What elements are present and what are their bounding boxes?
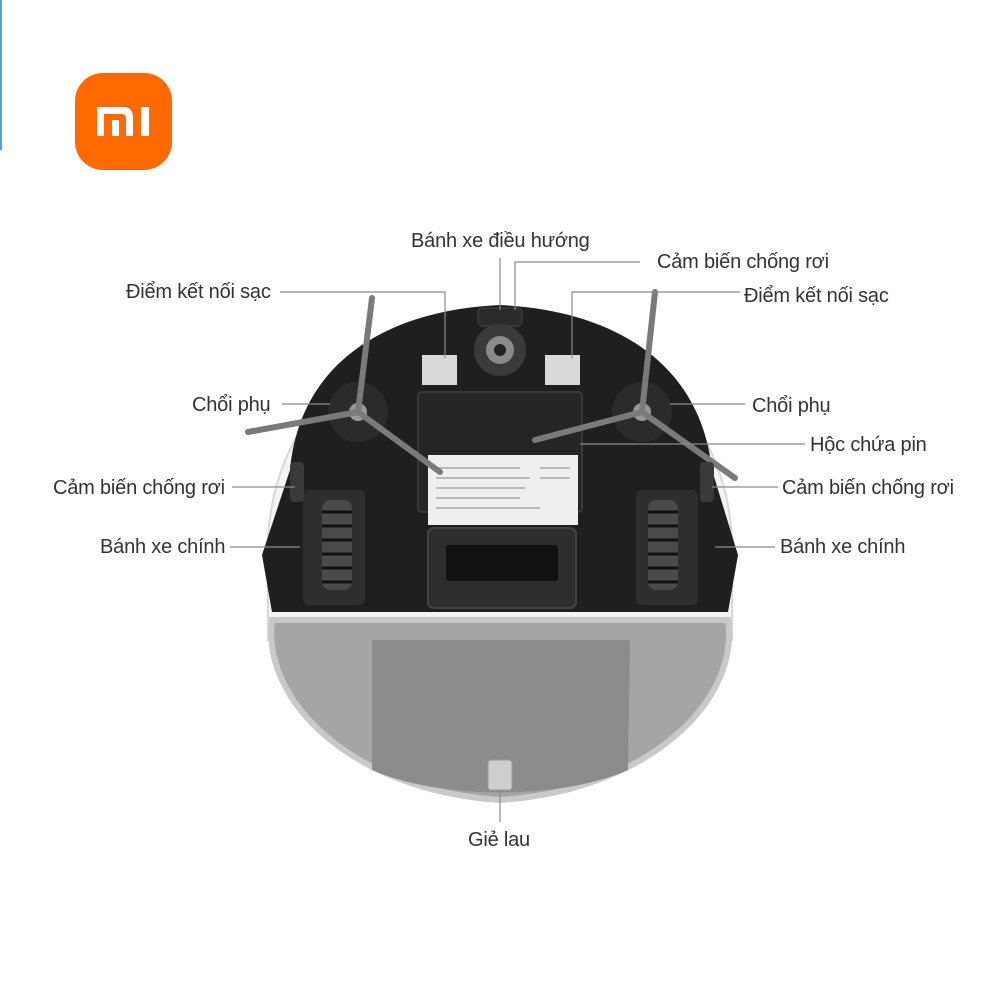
cliff-sensor-left (290, 462, 304, 502)
mi-logo-icon (75, 73, 172, 170)
mop-pad-center (372, 640, 630, 793)
label-cliff-sensor-top: Cảm biến chống rơi (657, 251, 829, 273)
label-navigation-wheel: Bánh xe điều hướng (411, 230, 590, 252)
side-brush-left (245, 295, 443, 475)
label-main-wheel-left: Bánh xe chính (100, 536, 226, 558)
mi-logo (75, 73, 172, 170)
main-wheel-left (303, 490, 365, 605)
edge-accent-line (0, 0, 2, 150)
label-side-brush-right: Chổi phụ (752, 395, 831, 417)
label-cliff-sensor-right: Cảm biến chống rơi (782, 477, 954, 499)
label-charging-contact-right: Điểm kết nối sạc (744, 285, 889, 307)
leader-lines (230, 258, 805, 822)
label-side-brush-left: Chổi phụ (192, 394, 271, 416)
charging-contact-right (545, 355, 580, 385)
label-main-wheel-right: Bánh xe chính (780, 536, 906, 558)
side-brush-right (532, 289, 738, 481)
cliff-sensor-right (700, 462, 714, 502)
mop-clip (487, 759, 513, 791)
main-wheel-right (636, 490, 698, 605)
label-cliff-sensor-left: Cảm biến chống rơi (53, 477, 225, 499)
label-charging-contact-left: Điểm kết nối sạc (126, 281, 271, 303)
label-mop-pad: Giẻ lau (468, 829, 530, 851)
front-bumper-cover (477, 307, 523, 327)
charging-contact-left (422, 355, 457, 385)
label-battery-compartment: Hộc chứa pin (810, 434, 927, 456)
product-label (428, 455, 578, 525)
